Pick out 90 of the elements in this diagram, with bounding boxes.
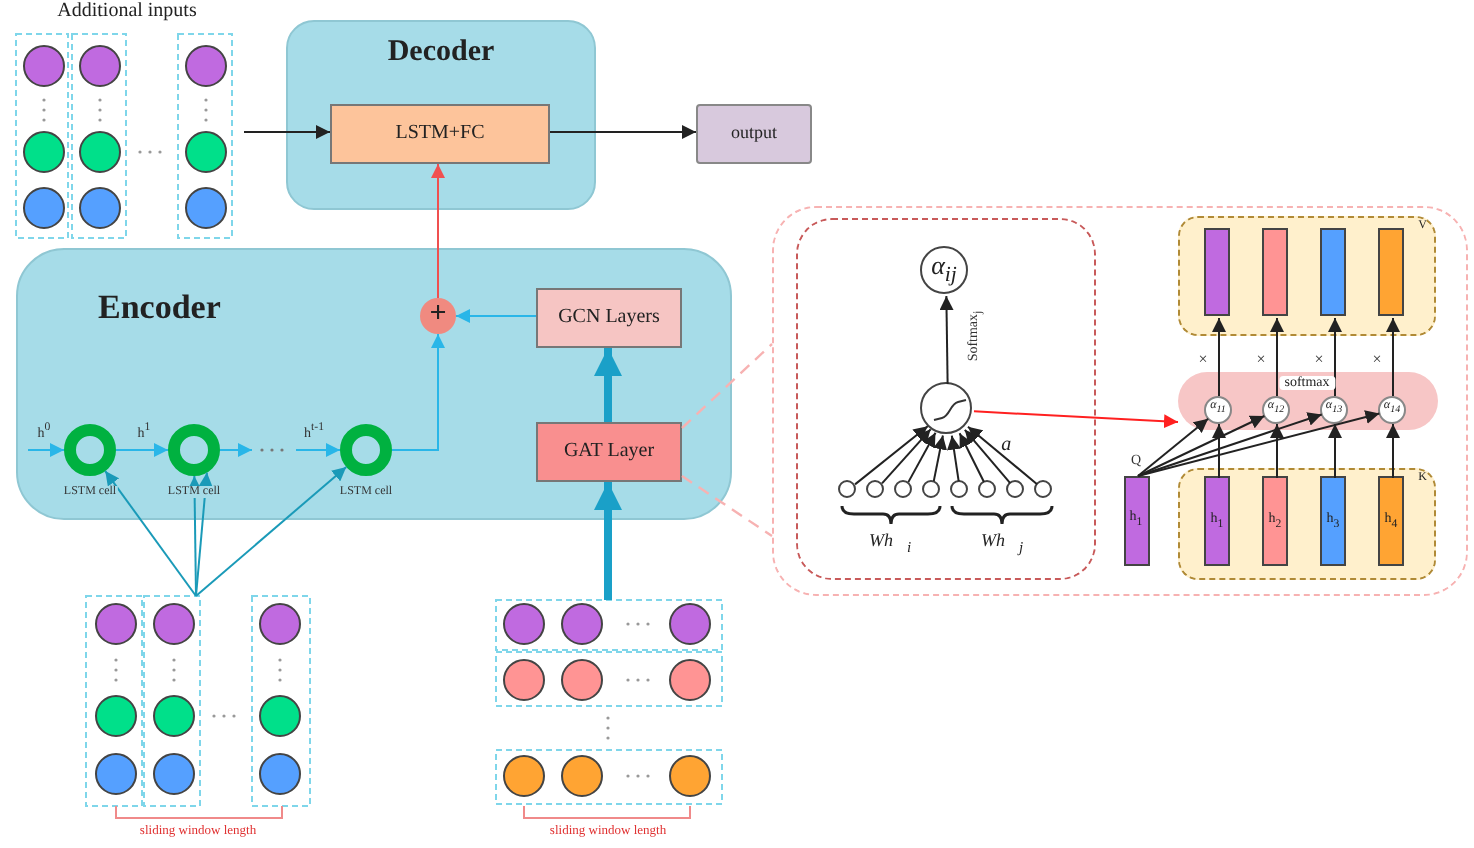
- math-label: a⃗: [1001, 436, 1027, 457]
- arrow: [1270, 317, 1284, 397]
- arrow: [1212, 317, 1226, 397]
- arrow: [115, 443, 169, 457]
- arrow: [958, 432, 985, 483]
- arrow: [881, 428, 932, 485]
- arrow: [594, 348, 622, 422]
- query-bar: [1123, 475, 1149, 565]
- arrow: [963, 428, 1012, 485]
- arrow: [549, 125, 697, 139]
- input-circle: [893, 479, 911, 497]
- arrow: [939, 295, 954, 385]
- node-label: GCN Layers: [558, 307, 660, 329]
- zoom-panel: [772, 206, 1468, 596]
- input-circle: [921, 479, 939, 497]
- value-bar: [1262, 228, 1288, 316]
- arrow: [1137, 410, 1381, 477]
- arrow: [1137, 415, 1266, 477]
- weight-circle: [1204, 395, 1232, 423]
- softmax-band: [1177, 371, 1437, 429]
- node-label: LSTM+FC: [395, 123, 485, 145]
- arrow: [104, 470, 197, 597]
- arrow: [1328, 423, 1342, 479]
- node-label: GAT Layer: [563, 441, 655, 463]
- sum-circle: [420, 298, 456, 334]
- panel-title: Encoder: [98, 290, 221, 326]
- arrow: [966, 425, 1039, 486]
- input-matrix: [496, 600, 722, 804]
- zoom-line: [681, 343, 773, 429]
- output-box: [696, 104, 812, 164]
- panel-title: Additional inputs: [57, 2, 197, 23]
- arrow: [1212, 423, 1226, 479]
- gcn-box: [536, 288, 682, 348]
- key-bar: [1378, 476, 1404, 566]
- math-label: Wh⃗$_{i}$: [868, 532, 912, 556]
- arrow: [1137, 412, 1323, 477]
- key-bar: [1204, 476, 1230, 566]
- arrow: [243, 125, 331, 139]
- neuron-circle: [920, 382, 972, 434]
- arrow: [1328, 317, 1342, 397]
- arrow: [907, 431, 937, 484]
- value-bar: [1320, 228, 1346, 316]
- panel-title: Decoder: [387, 38, 495, 70]
- key-panel: [1177, 467, 1435, 579]
- arrow: [1137, 417, 1210, 477]
- input-circle: [837, 479, 855, 497]
- lstm-cell-ring: [64, 424, 116, 476]
- math-label: Wh⃗$_{j}$: [980, 532, 1024, 556]
- arrow: [972, 410, 1179, 429]
- lstm-cell-ring: [340, 424, 392, 476]
- arrow: [27, 443, 65, 457]
- arrow: [431, 163, 445, 299]
- lstm-fc-box: [330, 104, 550, 164]
- arrow: [932, 434, 947, 483]
- input-circle: [865, 479, 883, 497]
- key-bar: [1320, 476, 1346, 566]
- arrow: [854, 425, 929, 486]
- value-bar: [1204, 228, 1230, 316]
- node-label: output: [730, 124, 777, 144]
- encoder-panel: [16, 248, 732, 520]
- input-matrix: [86, 596, 310, 806]
- input-circle: [949, 479, 967, 497]
- node-label: +: [429, 300, 447, 332]
- arrow: [391, 333, 445, 451]
- weight-circle: [1262, 395, 1290, 423]
- arrow: [195, 465, 348, 597]
- node-label: α$_{ij}$: [931, 252, 957, 288]
- value-bar: [1378, 228, 1404, 316]
- arrow: [1386, 317, 1400, 397]
- arrow: [594, 482, 622, 600]
- decoder-panel: [286, 20, 596, 210]
- lstm-cell-ring: [168, 424, 220, 476]
- alpha-circle: [920, 246, 968, 294]
- attention-panel: [795, 217, 1095, 579]
- arrow: [1270, 423, 1284, 479]
- value-panel: [1177, 215, 1435, 335]
- key-bar: [1262, 476, 1288, 566]
- gat-box: [536, 422, 682, 482]
- input-circle: [1033, 479, 1051, 497]
- arrow: [195, 471, 213, 597]
- weight-circle: [1378, 395, 1406, 423]
- arrow: [947, 434, 961, 483]
- input-circle: [1005, 479, 1023, 497]
- input-circle: [977, 479, 995, 497]
- zoom-line: [681, 475, 773, 537]
- arrow: [1386, 423, 1400, 479]
- arrow: [455, 309, 537, 323]
- weight-circle: [1320, 395, 1348, 423]
- arrow: [219, 443, 253, 457]
- arrow: [295, 443, 341, 457]
